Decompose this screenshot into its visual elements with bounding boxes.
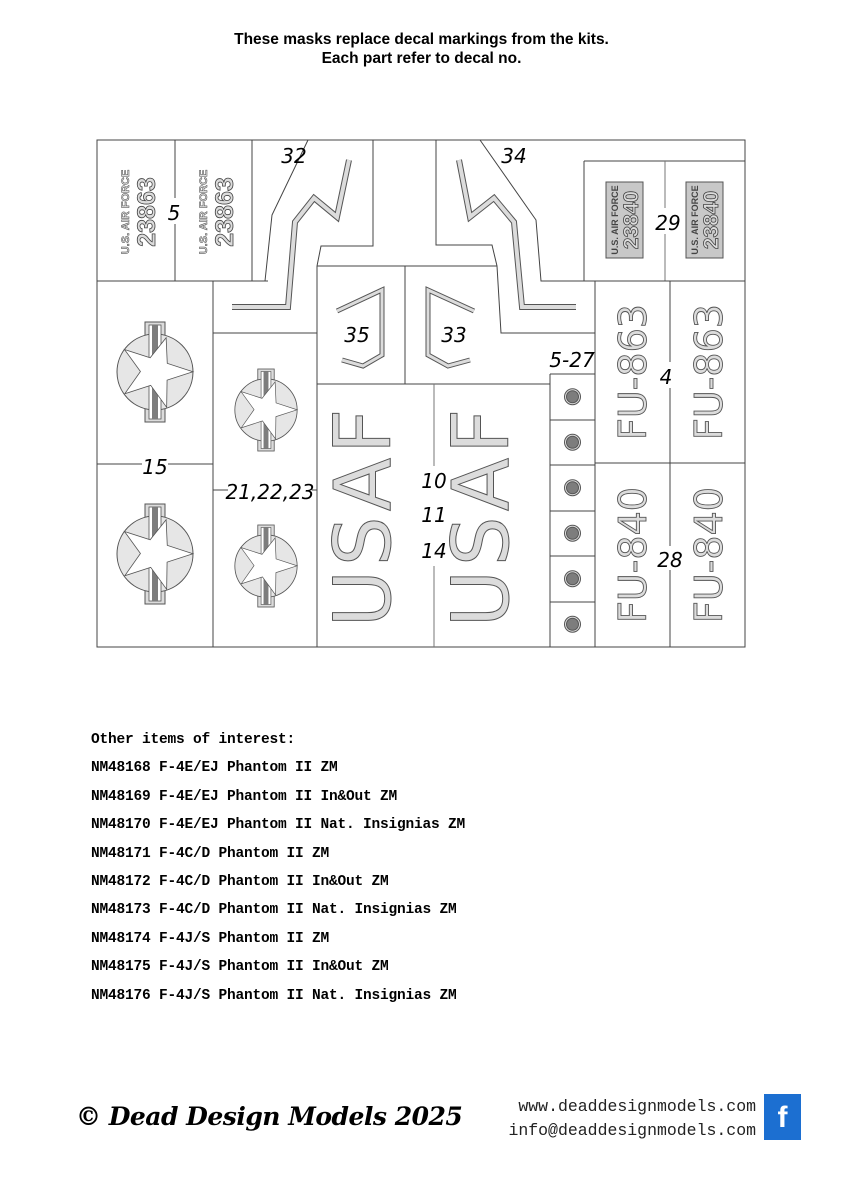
mask-serial-23840-b: U.S. AIR FORCE 23840 [685,181,724,259]
contact-info: www.deaddesignmodels.com info@deaddesign… [508,1095,756,1143]
ref-label-34: 34 [501,144,526,168]
ref-label-4: 4 [660,365,673,389]
list-item: NM48169 F-4E/EJ Phantom II In&Out ZM [91,788,398,805]
mask-serial-23863-b: U.S. AIR FORCE 23863 [198,169,240,255]
svg-text:FU-840: FU-840 [687,487,731,623]
mask-wing-stripe-left-fill [232,159,351,309]
mask-fu-840-b: FU-840 [687,487,732,624]
mask-dot-center [566,435,579,449]
ref-label-33: 33 [441,323,466,347]
ref-label-10: 10 [421,469,446,493]
mask-dot-center [566,617,579,631]
ref-label-14: 14 [421,539,446,563]
svg-text:U.S. AIR FORCE: U.S. AIR FORCE [198,170,210,255]
header-line-2: Each part refer to decal no. [321,50,522,67]
svg-text:23863: 23863 [211,177,239,247]
ref-label-21-22-23: 21,22,23 [225,480,314,504]
mask-dot-center [566,526,579,540]
svg-text:U.S. AIR FORCE: U.S. AIR FORCE [120,170,132,255]
svg-text:U.S. AIR FORCE: U.S. AIR FORCE [610,185,620,254]
ref-label-15: 15 [142,455,167,479]
mask-dots-column [564,388,581,633]
other-items-list: Other items of interest: NM48168 F-4E/EJ… [91,726,465,1010]
svg-text:USAF: USAF [437,405,527,627]
ref-label-35: 35 [344,323,369,347]
cut-lines [97,139,745,647]
header-line-1: These masks replace decal markings from … [234,31,609,48]
list-item: NM48176 F-4J/S Phantom II Nat. Insignias… [91,987,457,1004]
svg-text:FU-863: FU-863 [687,304,731,440]
list-item: NM48173 F-4C/D Phantom II Nat. Insignias… [91,902,457,919]
mask-sheet: U.S. AIR FORCE 23863 U.S. AIR FORCE 2386… [96,139,746,648]
list-item: NM48175 F-4J/S Phantom II In&Out ZM [91,959,389,976]
list-item: NM48170 F-4E/EJ Phantom II Nat. Insignia… [91,817,466,834]
svg-text:23840: 23840 [620,191,643,249]
ref-label-11: 11 [421,503,446,527]
svg-text:U.S. AIR FORCE: U.S. AIR FORCE [690,185,700,254]
mask-serial-23863-a: U.S. AIR FORCE 23863 [120,169,162,255]
svg-text:FU-840: FU-840 [611,487,655,623]
svg-text:FU-863: FU-863 [611,304,655,440]
ref-label-29: 29 [655,211,680,235]
mask-chevron-33-fill [426,287,475,368]
other-items-title: Other items of interest: [91,732,296,748]
mask-wing-stripe-right-fill [457,159,576,309]
mask-dot-center [566,390,579,404]
list-item: NM48171 F-4C/D Phantom II ZM [91,845,330,862]
mask-usaf-1: USAF [319,404,410,627]
mask-dot-center [566,481,579,495]
list-item: NM48168 F-4E/EJ Phantom II ZM [91,760,338,777]
email-link[interactable]: info@deaddesignmodels.com [508,1121,756,1140]
ref-label-5: 5 [168,201,181,225]
ref-label-5-27: 5-27 [549,348,595,372]
mask-dot-center [566,572,579,586]
mask-usaf-2: USAF [437,404,528,627]
mask-serial-23840-a: U.S. AIR FORCE 23840 [605,181,644,259]
svg-text:23863: 23863 [133,177,161,247]
copyright-notice: © Dead Design Models 2025 [76,1102,463,1131]
mask-fu-863-a: FU-863 [611,304,656,441]
facebook-icon[interactable]: f [764,1094,801,1140]
list-item: NM48174 F-4J/S Phantom II ZM [91,930,330,947]
ref-label-28: 28 [657,548,682,572]
instructions-header: These masks replace decal markings from … [0,30,843,68]
list-item: NM48172 F-4C/D Phantom II In&Out ZM [91,874,389,891]
mask-chevron-35-fill [336,287,384,368]
svg-text:23840: 23840 [700,191,723,249]
svg-text:USAF: USAF [319,405,409,627]
website-link[interactable]: www.deaddesignmodels.com [518,1097,756,1116]
mask-fu-840-a: FU-840 [611,487,656,624]
mask-fu-863-b: FU-863 [687,304,732,441]
ref-label-32: 32 [281,144,306,168]
